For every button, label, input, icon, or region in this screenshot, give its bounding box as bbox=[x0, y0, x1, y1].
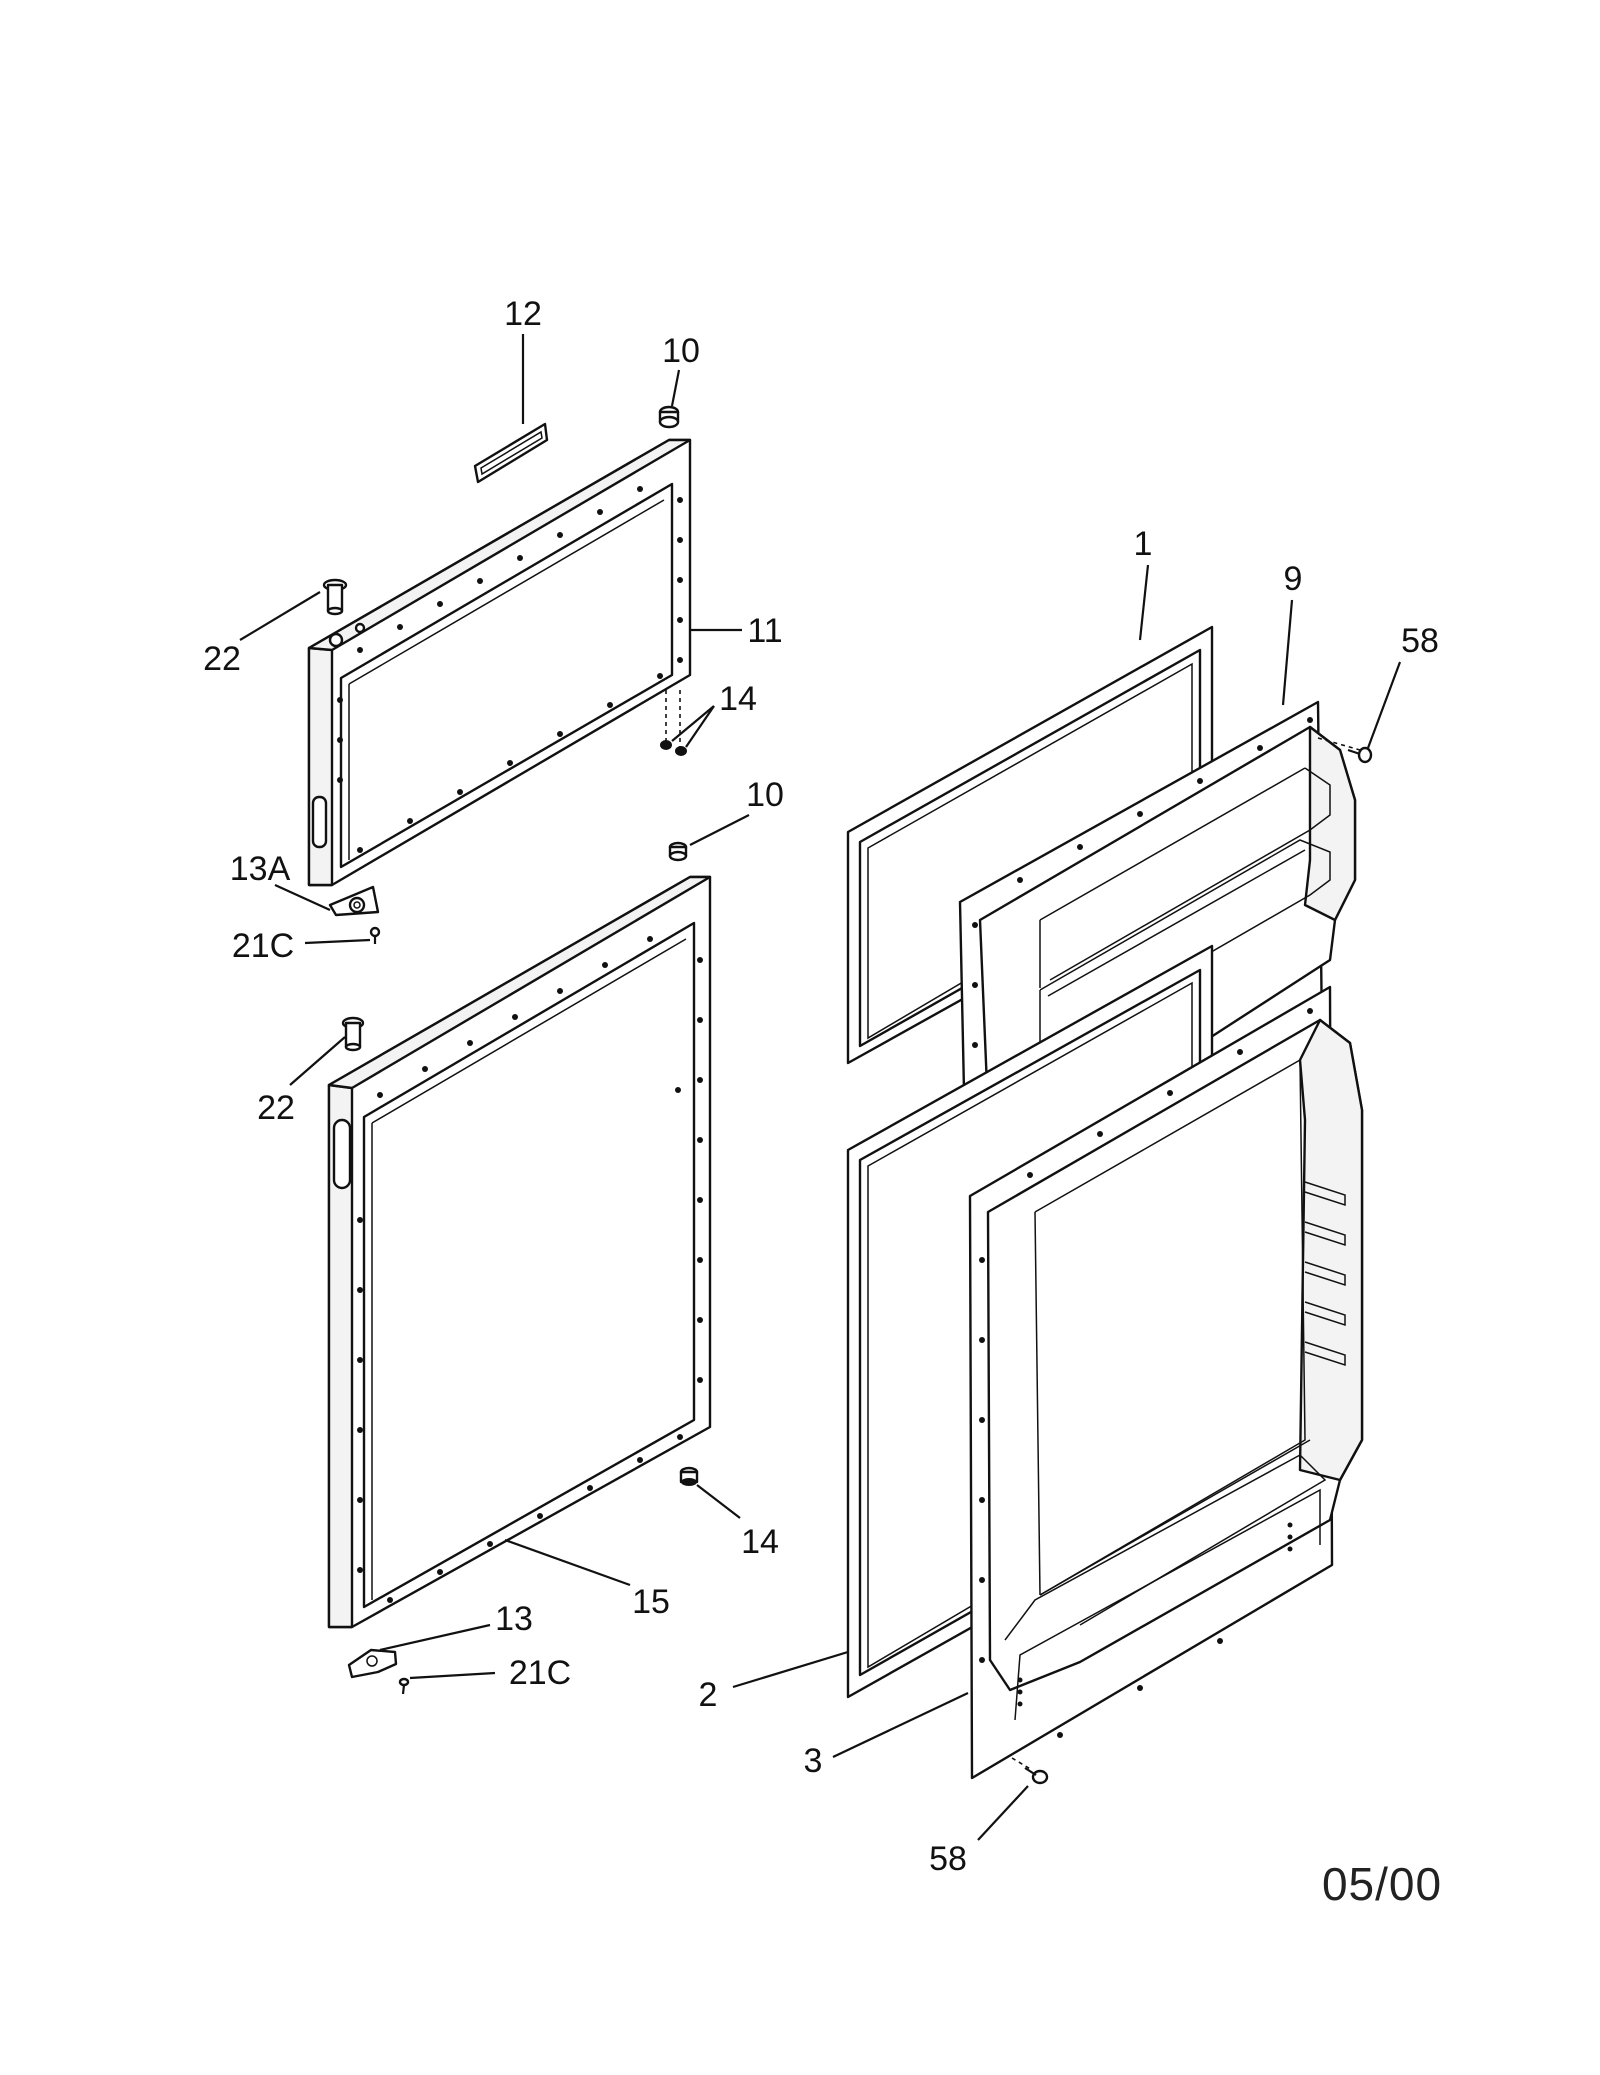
callout-58-bottom: 58 bbox=[929, 1840, 967, 1878]
callout-15: 15 bbox=[632, 1583, 670, 1621]
callout-10-mid: 10 bbox=[746, 776, 784, 814]
callout-1: 1 bbox=[1134, 525, 1153, 563]
screw-21c-bottom bbox=[398, 1677, 410, 1695]
leader-lines bbox=[239, 334, 1402, 1841]
callout-13a: 13A bbox=[230, 850, 291, 888]
callout-3: 3 bbox=[804, 1742, 823, 1780]
callout-11: 11 bbox=[747, 612, 782, 650]
hinge-bushing-top bbox=[658, 405, 680, 429]
screw-58-bottom bbox=[1011, 1757, 1049, 1785]
callout-12: 12 bbox=[504, 295, 542, 333]
callout-22-top: 22 bbox=[203, 640, 241, 678]
callout-21c-top: 21C bbox=[232, 927, 294, 965]
pivot-pin-mid bbox=[341, 1016, 365, 1052]
callout-13: 13 bbox=[495, 1600, 533, 1638]
hinge-bracket-13 bbox=[347, 1648, 398, 1679]
date-code: 05/00 bbox=[1322, 1858, 1442, 1910]
part-callouts: 12 10 1 9 58 22 11 14 10 13A 21C 22 14 1… bbox=[203, 295, 1439, 1878]
callout-14-top: 14 bbox=[719, 680, 757, 718]
freezer-door-frame bbox=[307, 438, 692, 887]
door-stop-pin-bottom bbox=[679, 1466, 699, 1486]
hinge-bracket-13a bbox=[328, 885, 380, 917]
callout-10-top: 10 bbox=[662, 332, 700, 370]
pivot-pin-top bbox=[322, 578, 348, 616]
label-plate bbox=[473, 422, 549, 484]
hinge-bushing-mid bbox=[668, 841, 688, 862]
callout-58-top: 58 bbox=[1401, 622, 1439, 660]
callout-21c-bottom: 21C bbox=[509, 1654, 571, 1692]
screw-58-top bbox=[1317, 737, 1373, 764]
callout-14-bottom: 14 bbox=[741, 1523, 779, 1561]
callout-2: 2 bbox=[699, 1676, 718, 1714]
callout-9: 9 bbox=[1284, 560, 1303, 598]
door-stop-pins-top bbox=[660, 690, 687, 756]
fresh-food-door-frame bbox=[327, 875, 712, 1629]
fresh-food-inner-door-liner bbox=[968, 985, 1364, 1780]
screw-21c-top bbox=[369, 926, 381, 944]
callout-22-mid: 22 bbox=[257, 1089, 295, 1127]
